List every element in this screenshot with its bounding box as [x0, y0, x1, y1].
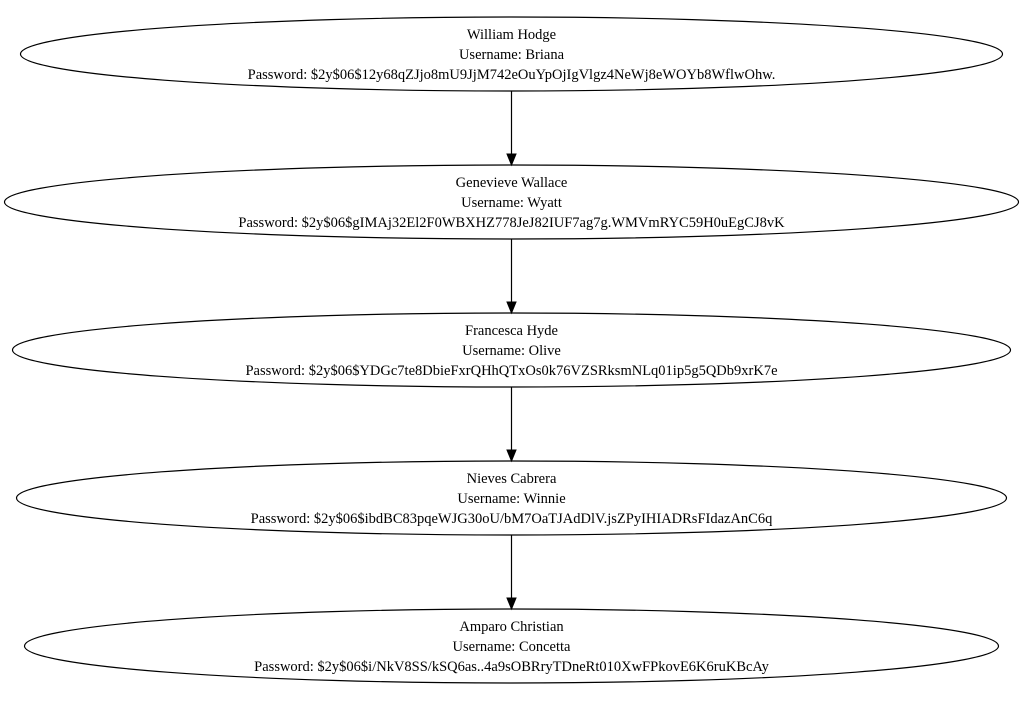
- node-password-hash: Password: $2y$06$i/NkV8SS/kSQ6as..4a9sOB…: [254, 659, 769, 675]
- node-full-name: William Hodge: [467, 27, 556, 43]
- edge-arrow: [506, 239, 517, 315]
- node-username: Username: Wyatt: [461, 195, 562, 211]
- node-ellipse: [15, 460, 1008, 536]
- node-username: Username: Winnie: [457, 491, 565, 507]
- edges-layer: [506, 91, 517, 611]
- node-username: Username: Briana: [459, 47, 565, 63]
- node-username: Username: Olive: [462, 343, 561, 359]
- node-ellipse: [11, 312, 1012, 388]
- node-ellipse: [23, 608, 1000, 684]
- edge-arrowhead: [506, 301, 517, 315]
- node-ellipse: [19, 16, 1004, 92]
- node-ellipse: [3, 164, 1020, 240]
- edge-arrowhead: [506, 597, 517, 611]
- edge-arrowhead: [506, 153, 517, 167]
- edge-arrow: [506, 91, 517, 167]
- node-password-hash: Password: $2y$06$YDGc7te8DbieFxrQHhQTxOs…: [245, 363, 777, 379]
- node-password-hash: Password: $2y$06$gIMAj32El2F0WBXHZ778JeJ…: [238, 215, 785, 231]
- node-full-name: Francesca Hyde: [465, 323, 558, 339]
- node-full-name: Amparo Christian: [459, 619, 564, 635]
- node-username: Username: Concetta: [453, 639, 572, 655]
- node-full-name: Genevieve Wallace: [456, 175, 568, 191]
- node-full-name: Nieves Cabrera: [467, 471, 557, 487]
- edge-arrowhead: [506, 449, 517, 463]
- node-password-hash: Password: $2y$06$12y68qZJjo8mU9JjM742eOu…: [248, 67, 776, 83]
- node-password-hash: Password: $2y$06$ibdBC83pqeWJG30oU/bM7Oa…: [251, 511, 773, 527]
- edge-arrow: [506, 387, 517, 463]
- edge-arrow: [506, 535, 517, 611]
